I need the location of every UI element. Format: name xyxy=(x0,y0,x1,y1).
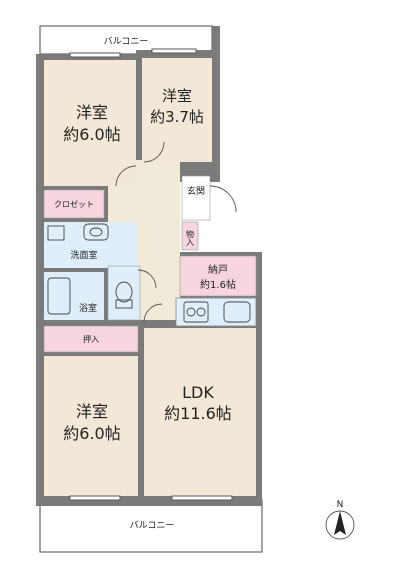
ldk-size: 約11.6帖 xyxy=(164,404,232,423)
compass-label: N xyxy=(337,500,344,510)
compass: N xyxy=(325,500,355,540)
entrance-floor xyxy=(181,175,211,221)
balcony-bottom xyxy=(39,499,263,553)
stove-icon xyxy=(183,301,209,323)
bathroom-floor xyxy=(44,272,104,320)
pantry-size: 約1.6帖 xyxy=(200,278,236,291)
storage-label: 物入 xyxy=(186,229,195,246)
door-swings xyxy=(115,141,237,323)
toilet-icon xyxy=(115,281,133,309)
bathroom-label: 浴室 xyxy=(79,302,97,314)
western-room-bottom-left-floor xyxy=(44,356,138,496)
kitchen-counter xyxy=(175,297,257,327)
western-room-top-left-floor xyxy=(44,60,136,186)
western-room-top-right-name: 洋室 xyxy=(162,87,192,105)
balcony-bottom-label: バルコニー xyxy=(130,520,175,531)
ldk-floor xyxy=(144,328,256,496)
pantry-floor xyxy=(179,255,257,297)
windows xyxy=(69,48,233,501)
compass-needle-icon xyxy=(334,511,346,535)
western-room-top-left-size: 約6.0帖 xyxy=(63,125,120,144)
storage-floor xyxy=(181,221,199,251)
closet-label: クロゼット xyxy=(54,199,94,209)
sink-icon xyxy=(223,301,251,323)
ldk-name: LDK xyxy=(182,383,214,402)
western-room-top-right-size: 約3.7帖 xyxy=(150,108,204,126)
oshiire-floor xyxy=(43,325,139,353)
western-room-top-left-name: 洋室 xyxy=(76,103,108,122)
washroom-fixtures xyxy=(47,223,109,241)
pantry-name: 納戸 xyxy=(208,263,228,276)
western-room-bottom-left-size: 約6.0帖 xyxy=(63,424,120,443)
washroom-label: 洗面室 xyxy=(70,249,97,261)
entrance-label: 玄関 xyxy=(187,185,205,197)
balcony-top xyxy=(39,25,213,55)
bathtub-icon xyxy=(47,277,71,315)
western-room-top-right-floor xyxy=(142,58,212,162)
western-room-bottom-left-name: 洋室 xyxy=(76,402,108,421)
washroom-floor xyxy=(44,222,138,268)
toilet-floor xyxy=(107,265,141,321)
oshiire-label: 押入 xyxy=(83,334,99,344)
balcony-top-label: バルコニー xyxy=(104,36,149,47)
closet-floor xyxy=(43,189,105,219)
